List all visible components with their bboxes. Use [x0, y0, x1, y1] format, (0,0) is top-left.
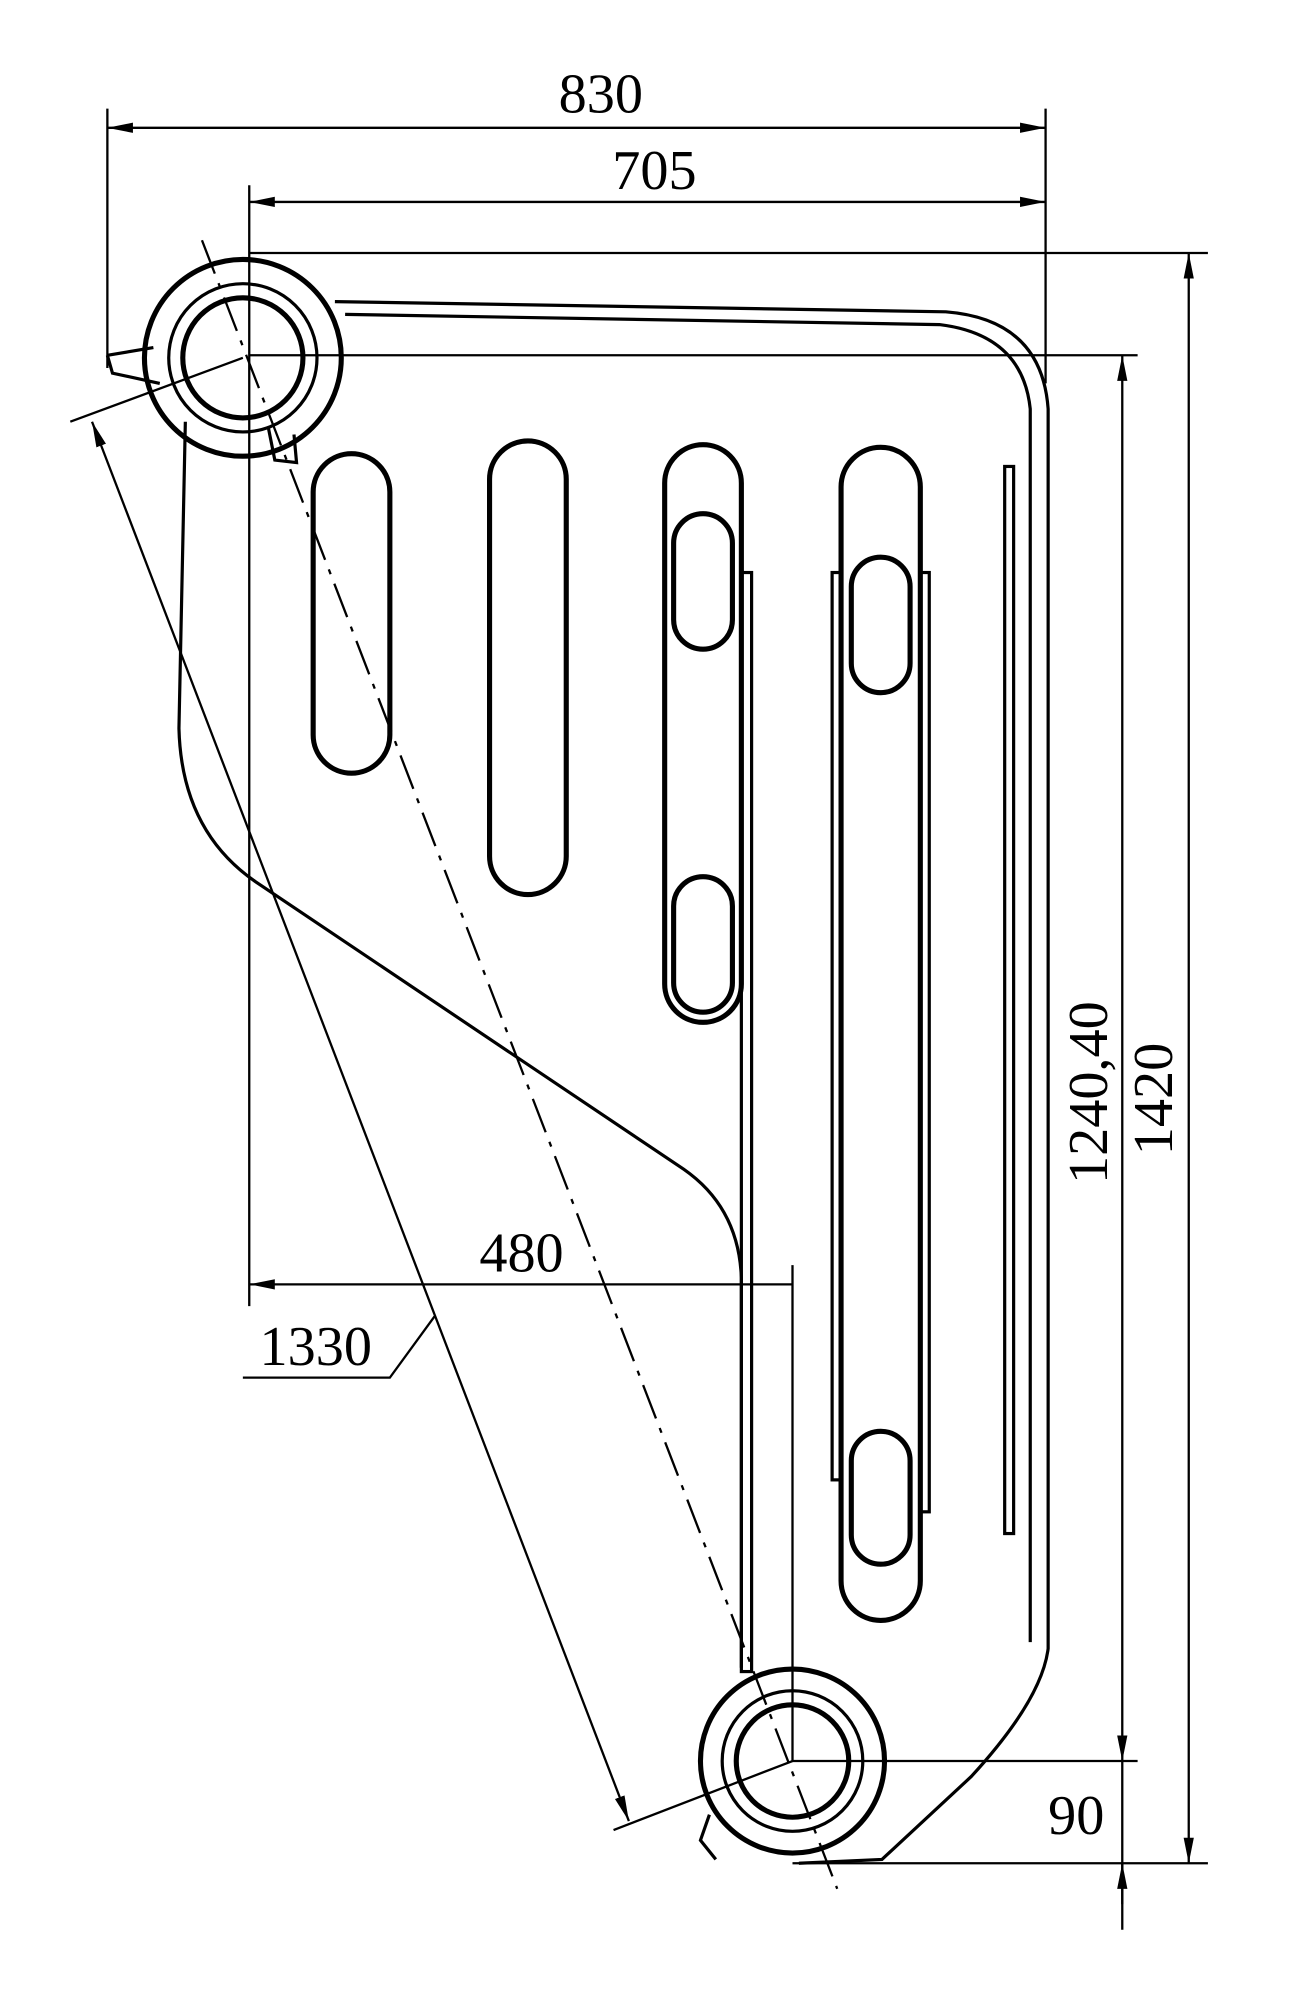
dimension-lines	[90, 122, 1194, 1930]
ribs	[739, 464, 1016, 1674]
dim-480: 480	[479, 1223, 563, 1285]
dim-705: 705	[612, 140, 696, 202]
upper-pipe	[141, 256, 344, 459]
centre-line	[200, 239, 839, 1890]
dim-1330: 1330	[259, 1316, 371, 1378]
dim-830: 830	[559, 63, 643, 125]
dim-90: 90	[1048, 1785, 1104, 1847]
slots	[310, 438, 923, 1624]
dim-1240-40: 1240,40	[1058, 1001, 1120, 1184]
dim-1420: 1420	[1123, 1043, 1185, 1155]
extension-lines	[69, 108, 1208, 1865]
lower-pipe	[697, 1666, 888, 1861]
